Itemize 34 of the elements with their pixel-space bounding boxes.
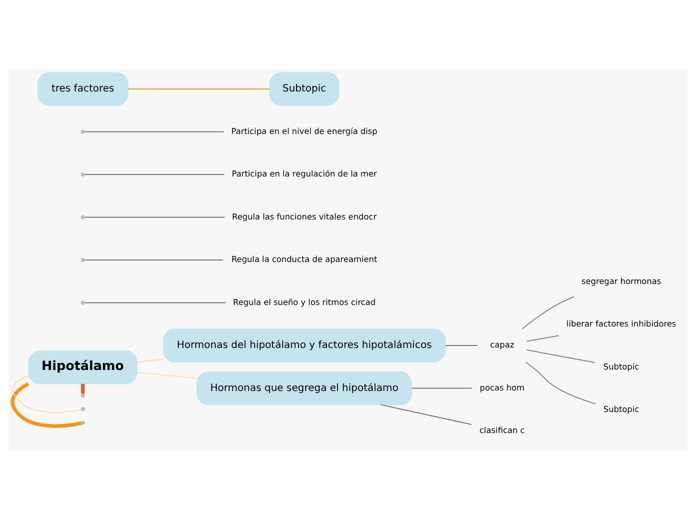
connector [12, 375, 82, 413]
node-box: Hormonas del hipotálamo y factores hipotalámicos [162, 328, 446, 362]
connector [84, 216, 226, 218]
connector [84, 131, 224, 132]
node-text: Participa en el nivel de energía disp [231, 126, 378, 136]
connector [380, 404, 472, 425]
connector [81, 384, 85, 394]
node-text: Subtopic [603, 404, 640, 414]
node-text: segregar hormonas [581, 276, 662, 286]
connector [136, 372, 198, 379]
connector [526, 349, 596, 364]
node-text: clasifican c [480, 424, 525, 435]
connector [525, 362, 596, 404]
node-box: Hormonas que segrega el hipotálamo [196, 371, 412, 406]
connector [411, 388, 472, 389]
node-text: Regula la conducta de apareamient [231, 254, 378, 264]
node-text: Subtopic [603, 361, 640, 372]
connector [10, 382, 82, 428]
node-text: capaz [490, 339, 514, 350]
node-box: Subtopic [269, 72, 340, 106]
connector [444, 345, 478, 346]
connector [128, 88, 270, 90]
node-box: Hipotálamo [28, 350, 138, 384]
node-text: Regula el sueño y los ritmos circad [233, 296, 376, 307]
node-text: Participa en la regulación de la mer [232, 168, 377, 179]
node-text: liberar factores inhibidores [566, 318, 676, 329]
connector [526, 335, 560, 342]
connector [84, 174, 225, 175]
node-text: pocas hom [480, 382, 524, 392]
node-text: Regula las funciones vitales endocr [232, 211, 377, 222]
node-box: tres factores [37, 72, 128, 106]
connector [136, 359, 164, 362]
connector [84, 302, 226, 304]
connector [522, 296, 574, 330]
